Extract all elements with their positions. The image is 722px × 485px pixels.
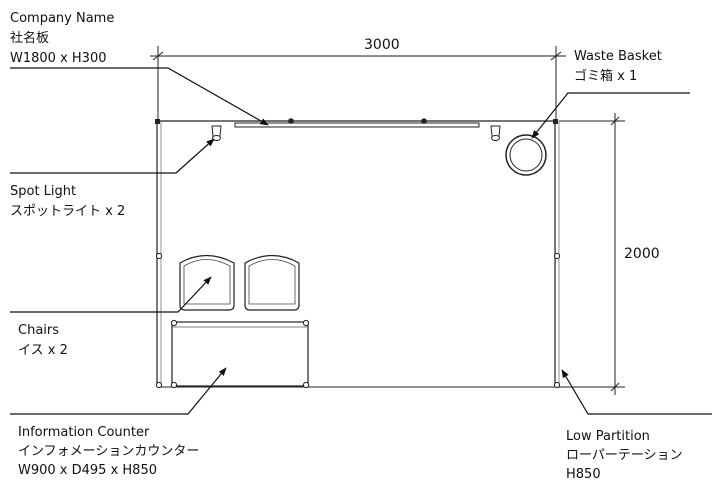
waste-basket-icon [505, 134, 547, 176]
leader-lines [10, 67, 712, 415]
chairs-label-ja: イス x 2 [18, 343, 68, 358]
wall-joint [155, 381, 163, 389]
corner-post [155, 119, 160, 124]
corner-post [553, 119, 558, 124]
booth-walls [155, 119, 561, 389]
label-low-partition: Low Partition ローパーテーション H850 [566, 429, 683, 482]
company-name-size: W1800 x H300 [10, 51, 106, 66]
waste-basket-label-ja: ゴミ箱 x 1 [574, 68, 637, 84]
label-chairs: Chairs イス x 2 [18, 323, 68, 358]
waste-basket-label: Waste Basket [574, 49, 662, 64]
spot-light-icon [211, 125, 222, 141]
company-name-sign [234, 118, 480, 128]
wall-joint [155, 252, 163, 260]
label-company-name: Company Name 社名板 W1800 x H300 [10, 11, 114, 66]
depth-value: 2000 [624, 246, 660, 262]
width-value: 3000 [364, 37, 400, 53]
wall-joint [553, 381, 561, 389]
info-counter-label-ja: インフォメーションカウンター [18, 444, 199, 459]
info-counter-size: W900 x D495 x H850 [18, 463, 157, 478]
chairs-label: Chairs [18, 323, 59, 338]
spot-light-label: Spot Light [10, 184, 76, 199]
label-info-counter: Information Counter インフォメーションカウンター W900 … [18, 425, 199, 478]
wall-joint [553, 252, 561, 260]
info-counter-label: Information Counter [18, 425, 150, 440]
width-dimension [150, 46, 566, 121]
chair-icon [244, 254, 300, 311]
low-partition-height: H850 [566, 467, 601, 482]
information-counter [170, 319, 310, 389]
low-partition-label-ja: ローパーテーション [566, 448, 683, 463]
low-partition-label: Low Partition [566, 429, 650, 444]
label-spot-light: Spot Light スポットライト x 2 [10, 184, 125, 219]
company-name-label-ja: 社名板 [10, 30, 49, 46]
company-name-label: Company Name [10, 11, 114, 26]
spot-light-label-ja: スポットライト x 2 [10, 204, 125, 219]
spot-light-icon [490, 125, 501, 141]
depth-dimension [559, 113, 625, 395]
label-waste-basket: Waste Basket ゴミ箱 x 1 [574, 49, 662, 84]
